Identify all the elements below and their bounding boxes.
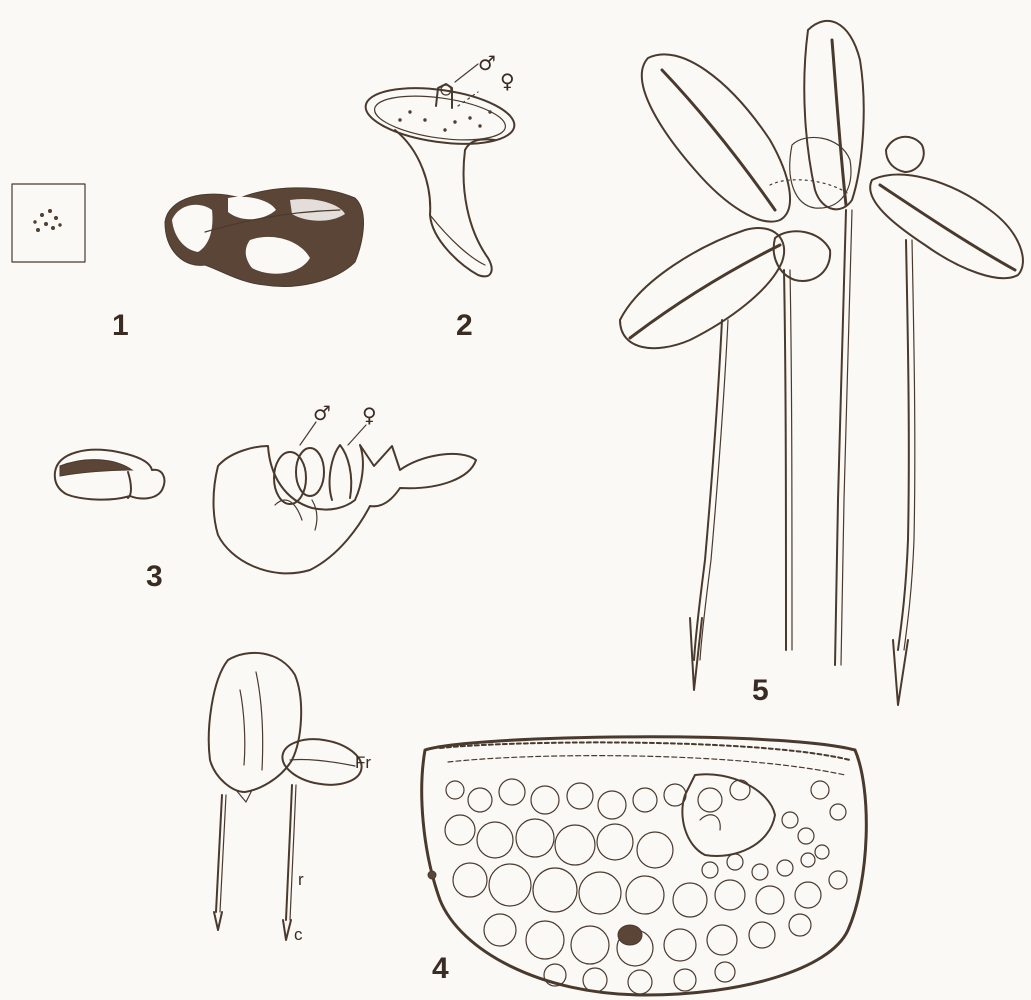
fig5-number: 5 [752, 674, 769, 707]
figure-1: 1 [12, 184, 364, 342]
fig5-frond-left-lower [620, 228, 830, 348]
fig1-frond-enlarged [165, 188, 364, 287]
figure-3: ♂ ♀ 3 [55, 401, 476, 593]
fig3-female-symbol: ♀ [362, 403, 377, 427]
fig4-label-fr: Fr [355, 753, 371, 772]
fig1-scale-square [12, 184, 85, 262]
fig3-small-frond [55, 450, 165, 500]
fig3-flower-section [214, 422, 477, 573]
fig4-label-c: c [294, 925, 303, 944]
fig5-frond-right [870, 137, 1023, 278]
figure-5: 5 [620, 21, 1023, 707]
fig2-female-symbol: ♀ [500, 69, 515, 93]
fig4-plant-pair [209, 653, 365, 940]
fig3-number: 3 [146, 560, 163, 593]
fig4-number: 4 [432, 952, 449, 985]
fig4-cross-section [422, 737, 867, 995]
figure-2: ♂ ♀ 2 [362, 51, 518, 342]
fig3-male-symbol: ♂ [313, 401, 331, 425]
fig5-frond-center-small [770, 137, 851, 208]
fig2-number: 2 [456, 309, 473, 342]
fig2-funnel-flower [362, 64, 518, 276]
fig2-male-symbol: ♂ [478, 51, 496, 75]
fig4-label-r: r [298, 870, 304, 889]
fig5-frond-top-left [642, 54, 790, 221]
fig5-roots [690, 210, 915, 705]
fig1-number: 1 [112, 309, 129, 342]
